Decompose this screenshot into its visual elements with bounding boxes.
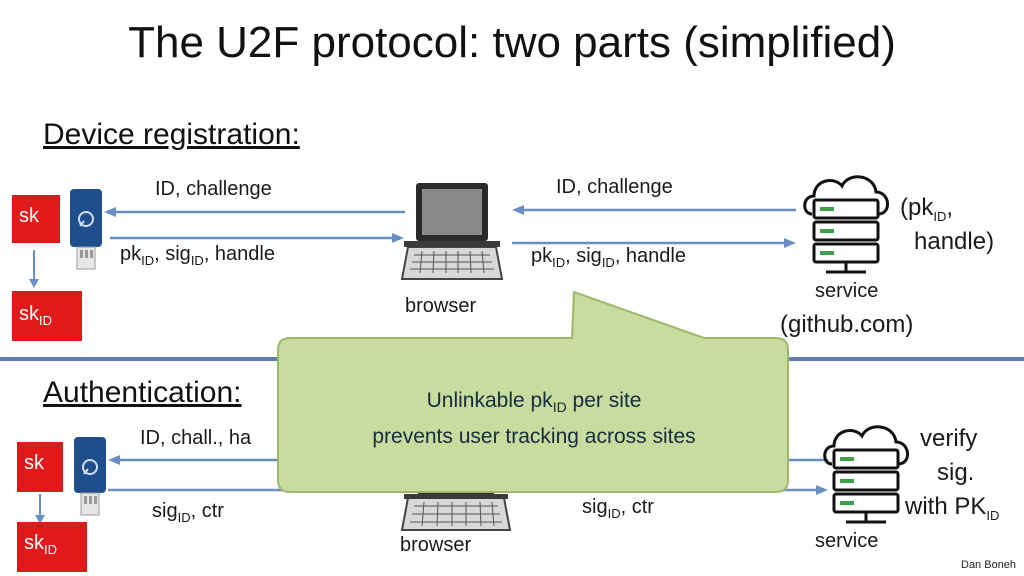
- auth-skid-label: sk: [24, 532, 44, 554]
- reg-left-bottom-label: pkID, sigID, handle: [120, 243, 275, 268]
- auth-sk-box: sk: [17, 442, 63, 492]
- security-key-icon: [70, 189, 102, 270]
- auth-right-bottom-label: sigID, ctr: [582, 496, 654, 521]
- auth-left-bottom-label: sigID, ctr: [152, 500, 224, 525]
- skid-label: sk: [19, 303, 39, 325]
- server-cloud-icon: [803, 175, 889, 274]
- reg-left-arrows: [104, 207, 405, 243]
- service-label: service: [815, 280, 879, 302]
- auth-security-key-icon: [74, 437, 106, 516]
- derive-arrow: [29, 250, 39, 288]
- registration-heading: Device registration:: [43, 118, 300, 151]
- auth-left-arrows: [108, 455, 282, 492]
- reg-left-top-label: ID, challenge: [155, 178, 272, 200]
- sk-box: sk: [12, 195, 60, 243]
- stored-handle-label: handle): [914, 228, 995, 255]
- auth-derive-arrow: [35, 494, 45, 524]
- callout-text: Unlinkable pkID per site prevents user t…: [278, 386, 790, 452]
- callout-line2: prevents user tracking across sites: [372, 425, 696, 449]
- callout-line1: Unlinkable pkID per site: [426, 389, 642, 416]
- callout-bubble: [277, 290, 789, 493]
- reg-right-arrows: [512, 205, 796, 248]
- auth-skid-box: skID: [17, 522, 87, 572]
- auth-browser-label: browser: [400, 534, 472, 556]
- service-domain-label: (github.com): [780, 311, 914, 338]
- verify-line1: verify: [920, 425, 978, 452]
- verify-line2: sig.: [937, 459, 975, 486]
- skid-box: skID: [12, 291, 82, 341]
- laptop-icon: [400, 183, 504, 280]
- auth-server-cloud-icon: [823, 425, 909, 524]
- authentication-heading: Authentication:: [43, 376, 242, 409]
- stored-pk-label: (pkID,: [900, 194, 954, 224]
- author-credit: Dan Boneh: [961, 559, 1017, 571]
- auth-skid-sub: ID: [44, 542, 57, 557]
- reg-right-top-label: ID, challenge: [556, 176, 673, 198]
- auth-sk-label: sk: [24, 452, 44, 474]
- auth-left-top-label: ID, chall., ha: [140, 427, 252, 449]
- sk-label: sk: [19, 205, 39, 227]
- verify-line3: with PKID: [905, 493, 1000, 523]
- reg-right-bottom-label: pkID, sigID, handle: [531, 245, 686, 270]
- skid-sub: ID: [39, 313, 52, 328]
- browser-label: browser: [405, 295, 477, 317]
- auth-service-label: service: [815, 530, 879, 552]
- slide-title: The U2F protocol: two parts (simplified): [128, 18, 896, 67]
